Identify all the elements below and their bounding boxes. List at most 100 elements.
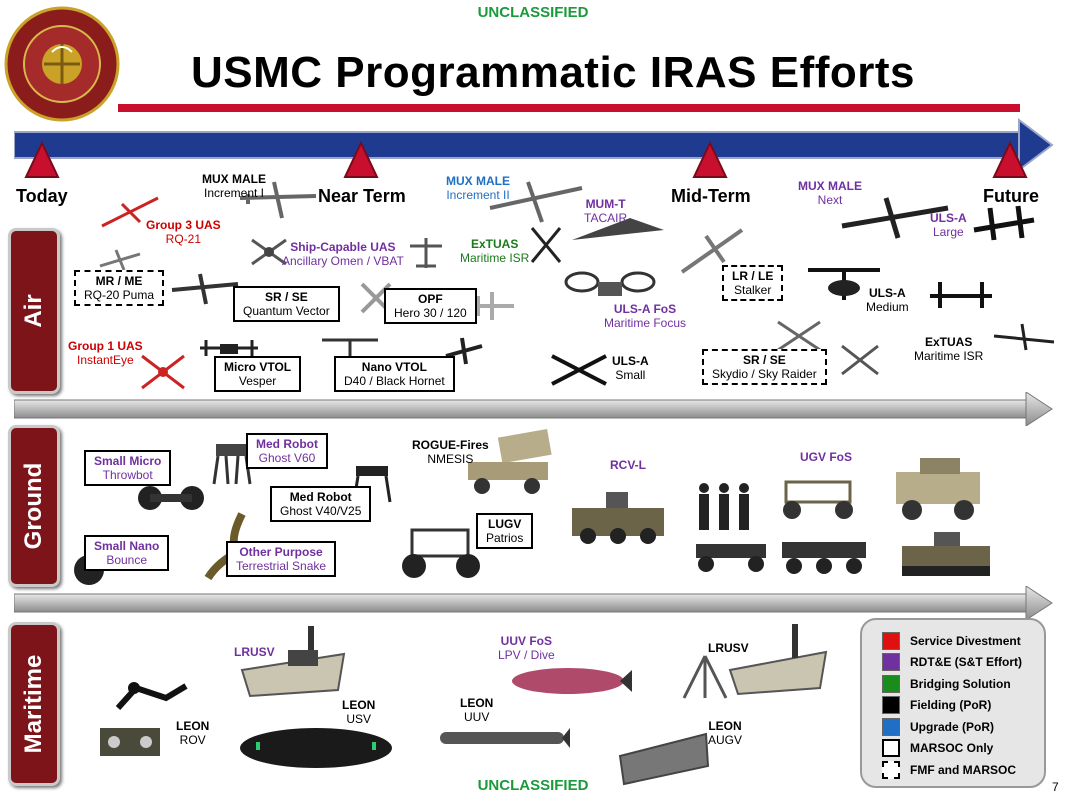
leon-usv-title: LEON — [342, 698, 376, 712]
legend-swatch — [882, 717, 900, 736]
med-robot-v40-title: Med Robot — [289, 490, 352, 504]
page-title: USMC Programmatic IRAS Efforts — [190, 48, 915, 97]
legend-item-rdte: RDT&E (S&T Effort) — [882, 652, 1034, 674]
legend-item-service-divestment: Service Divestment — [882, 630, 1034, 652]
ugv-platform-image — [782, 542, 866, 574]
group1-uas-title: Group 1 UAS — [68, 339, 143, 353]
extuas-sub-1: Maritime ISR — [460, 251, 530, 265]
leon-rov-image — [100, 728, 160, 756]
legend-swatch — [882, 696, 900, 715]
mux-male-inc1-title: MUX MALE — [202, 172, 266, 186]
legend-swatch — [882, 674, 900, 693]
rcv-l-image — [572, 492, 664, 544]
uls-a-large-sub: Large — [932, 225, 964, 239]
vbat-image — [410, 238, 442, 268]
timeline-label-mid-term: Mid-Term — [671, 186, 751, 206]
small-micro-sub: Throwbot — [102, 468, 153, 482]
soldiers-image — [699, 483, 749, 530]
uls-a-fos-maritime-image — [564, 271, 656, 296]
med-robot-v40-sub: Ghost V40/V25 — [280, 504, 362, 518]
legend-swatch — [882, 760, 900, 779]
uls-a-medium-sub: Medium — [866, 300, 909, 314]
timeline-marker-today — [24, 141, 60, 178]
uuv-lpv-image — [512, 668, 632, 694]
usmc-seal-logo — [4, 6, 120, 122]
nano-vtol-title: Nano VTOL — [361, 360, 427, 374]
leon-uuv-title: LEON — [460, 696, 494, 710]
mux-male-inc1-sub: Increment I — [203, 186, 265, 200]
timeline-label-future: Future — [983, 186, 1039, 206]
legend-label: Bridging Solution — [910, 676, 1011, 691]
ugv-buggy-image — [783, 480, 853, 519]
group3-uas-sub: RQ-21 — [165, 232, 201, 246]
uls-a-medium-title: ULS-A — [869, 286, 906, 300]
vesper-image — [200, 340, 258, 356]
lrusv-image-1 — [240, 626, 346, 698]
legend-item-marsoc-only: MARSOC Only — [882, 738, 1034, 760]
nmesis-image — [468, 429, 552, 494]
timeline-marker-future — [992, 141, 1028, 178]
legend: Service Divestment RDT&E (S&T Effort) Br… — [860, 618, 1046, 788]
small-micro-title: Small Micro — [94, 454, 162, 468]
mux-male-inc2-title: MUX MALE — [446, 174, 510, 188]
uls-a-medium-image — [808, 268, 880, 300]
legend-label: RDT&E (S&T Effort) — [910, 655, 1022, 670]
micro-vtol-sub: Vesper — [238, 374, 277, 388]
group1-uas-sub: InstantEye — [76, 353, 134, 367]
leon-augv-image — [618, 732, 710, 786]
legend-label: Fielding (PoR) — [910, 698, 992, 713]
instanteye-image — [141, 354, 185, 390]
section-tab-air: Air — [8, 228, 60, 394]
leon-usv-image — [240, 728, 392, 768]
mux-male-inc2-drone-image — [489, 181, 583, 223]
leon-usv-sub: USV — [346, 712, 372, 726]
extuas-maritime-image-1 — [530, 227, 562, 263]
timeline-label-today: Today — [16, 186, 68, 206]
legend-swatch — [882, 631, 900, 650]
mux-male-inc2-sub: Increment II — [446, 188, 510, 202]
extuas-title-2: ExTUAS — [925, 335, 973, 349]
diver-image — [116, 682, 188, 711]
legend-swatch — [882, 653, 900, 672]
uls-a-small-sub: Small — [615, 368, 646, 382]
legend-label: FMF and MARSOC — [910, 762, 1016, 777]
sr-se-skydio-title: SR / SE — [743, 353, 786, 367]
med-robot-v60-sub: Ghost V60 — [258, 451, 316, 465]
lugv-patrios-image — [402, 528, 480, 578]
uls-a-small-image — [551, 354, 607, 386]
legend-label: MARSOC Only — [910, 741, 994, 756]
ship-capable-uas-sub: Ancillary Omen / VBAT — [282, 254, 404, 268]
rcv-l-title: RCV-L — [610, 458, 646, 472]
stalker-image — [680, 228, 744, 274]
timeline-marker-mid-term — [692, 141, 728, 178]
section-label-maritime: Maritime — [20, 654, 47, 754]
uls-a-large-image — [973, 205, 1035, 241]
lrusv-image-2 — [728, 624, 828, 696]
other-purpose-title: Other Purpose — [239, 545, 323, 559]
lrusv-tripod-image — [682, 655, 728, 699]
leon-augv-title: LEON — [708, 719, 742, 733]
uuv-fos-sub: LPV / Dive — [498, 648, 555, 662]
uls-a-fos-title: ULS-A FoS — [613, 302, 677, 316]
legend-item-bridging: Bridging Solution — [882, 673, 1034, 695]
rogue-fires-title: ROGUE-Fires — [412, 438, 489, 452]
